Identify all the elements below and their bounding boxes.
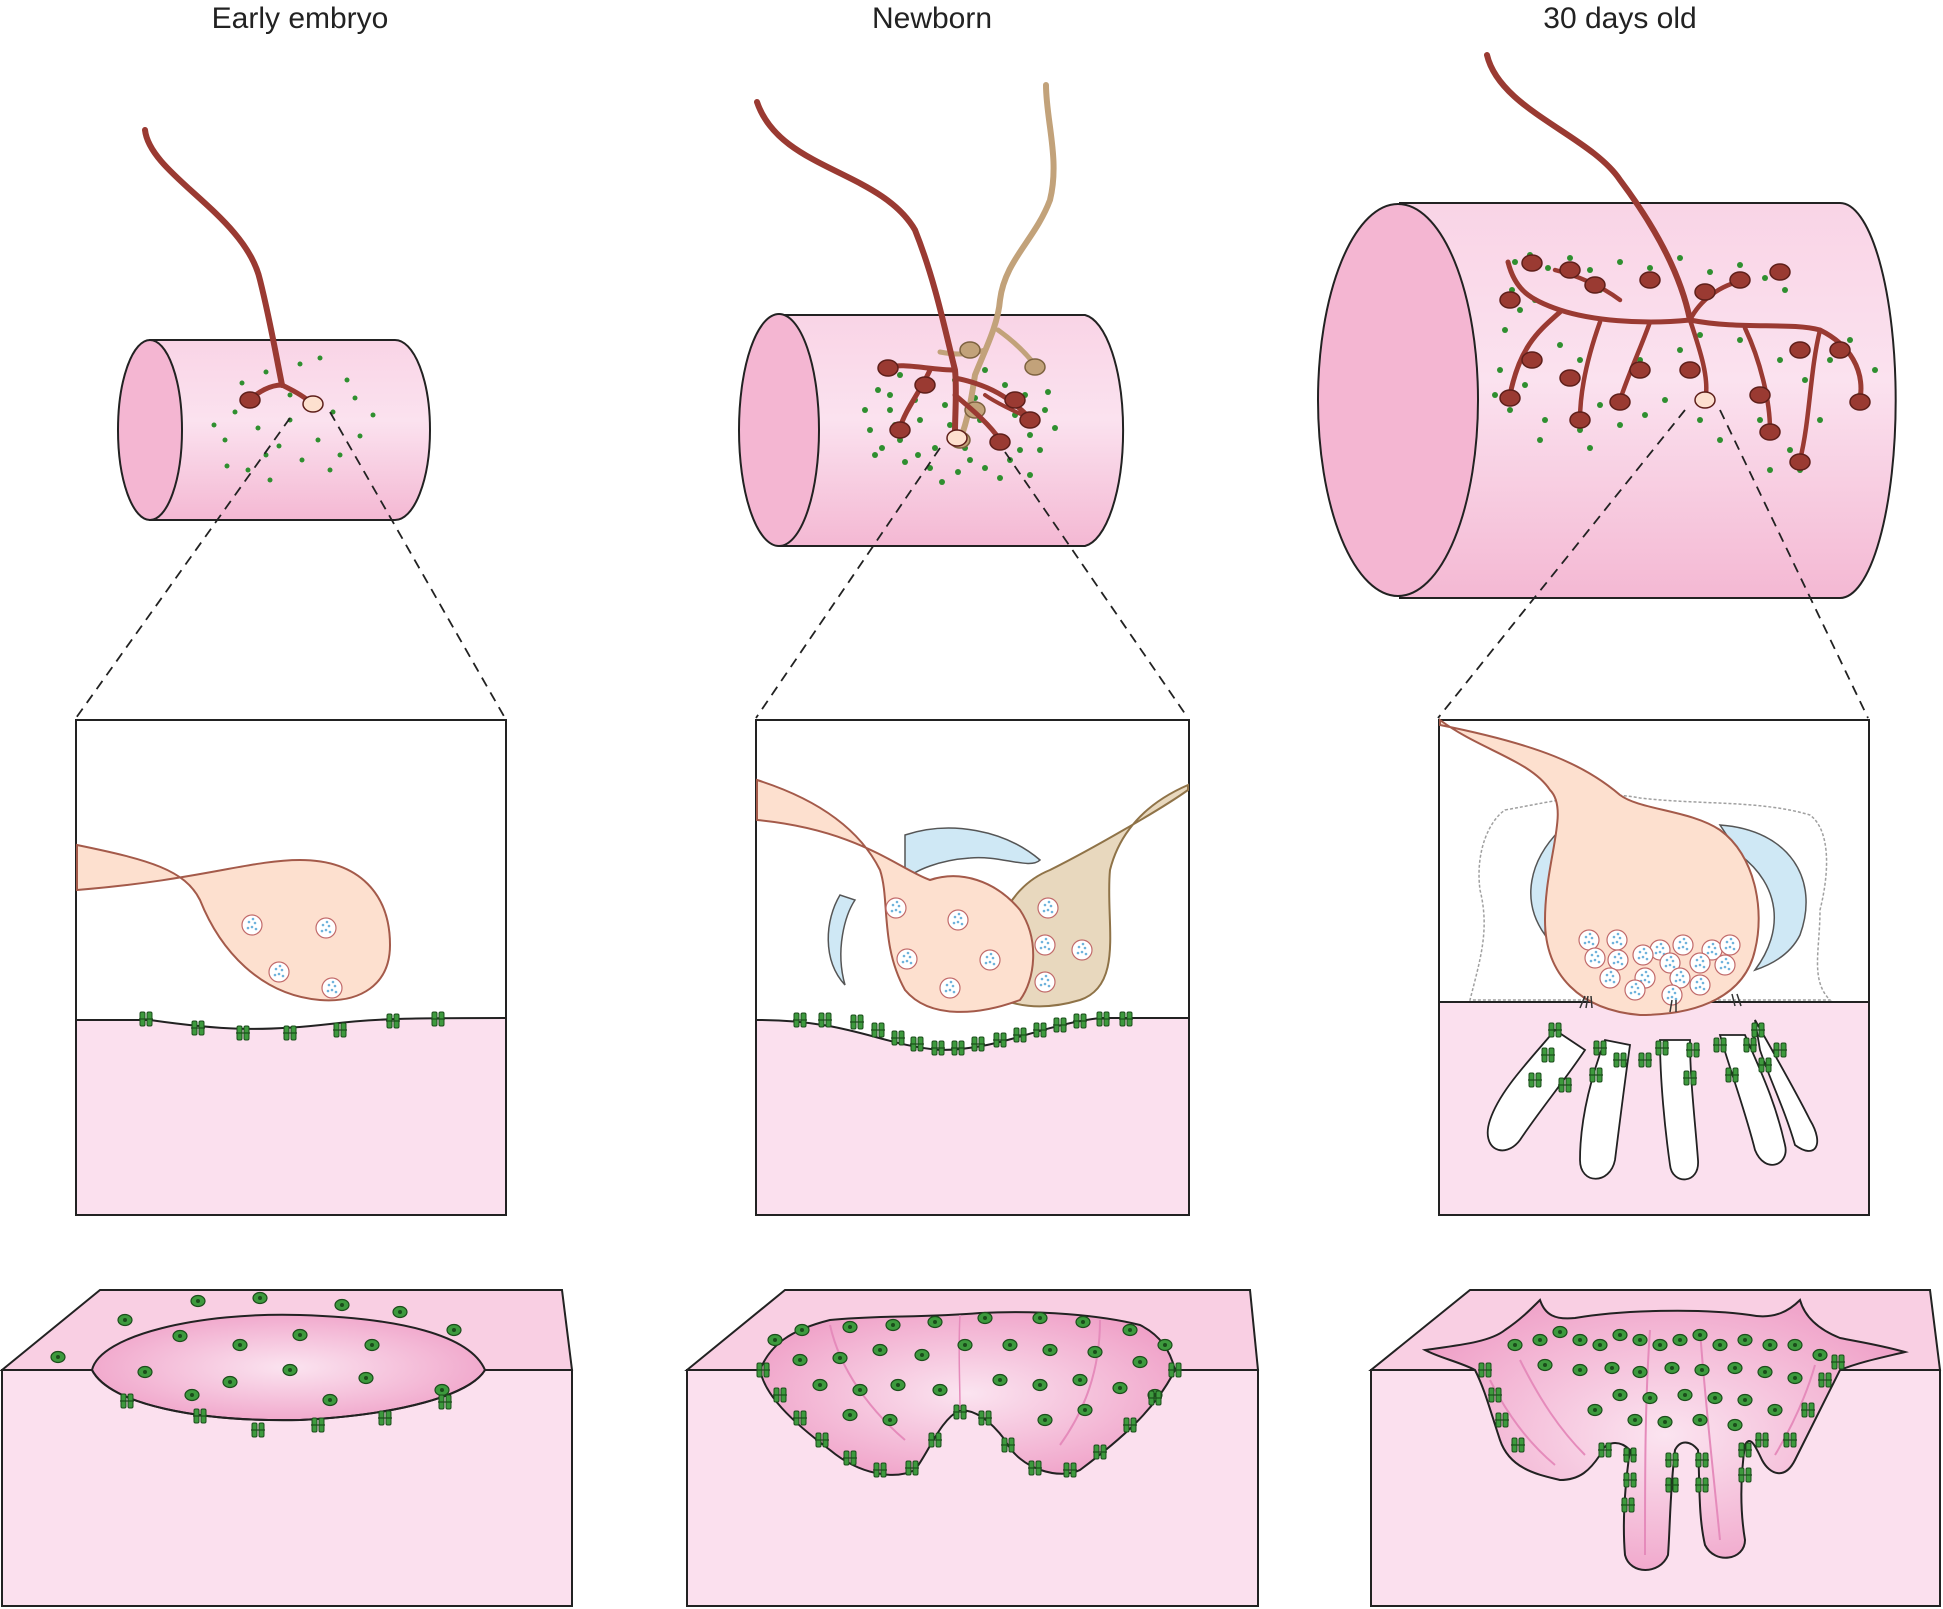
day30-axon bbox=[1484, 52, 1871, 471]
early-embryo-zoom-lines bbox=[75, 411, 506, 719]
early-embryo-axon bbox=[142, 127, 324, 413]
day30-schwann-cell-right bbox=[1718, 824, 1807, 972]
newborn-nerve-terminal bbox=[756, 778, 1035, 1013]
day30-receptor-clusters bbox=[1492, 252, 1878, 473]
stage-label-early-embryo: Early embryo bbox=[211, 2, 389, 35]
early-embryo-muscle-fiber bbox=[117, 339, 431, 521]
early-embryo-synapse-panel bbox=[75, 719, 507, 1216]
day30-muscle-fiber bbox=[1317, 202, 1897, 599]
newborn-axon-main bbox=[754, 99, 1041, 451]
stage-label-30-days-old: 30 days old bbox=[1543, 2, 1697, 35]
newborn-zoom-lines bbox=[755, 447, 1189, 719]
day30-synapse-panel bbox=[1438, 718, 1870, 1216]
day30-active-zones bbox=[1579, 993, 1742, 1013]
newborn-synapse-panel bbox=[755, 719, 1190, 1216]
early-embryo-endplate-block bbox=[0, 1289, 574, 1607]
newborn-schwann-cell bbox=[904, 827, 1042, 882]
newborn-muscle-fiber bbox=[738, 313, 1125, 547]
day30-basal-lamina bbox=[1469, 794, 1832, 1001]
day30-endplate-block bbox=[1368, 1289, 1942, 1607]
stage-label-newborn: Newborn bbox=[871, 2, 993, 35]
newborn-endplate-block bbox=[684, 1289, 1260, 1607]
early-embryo-nerve-terminal bbox=[76, 843, 392, 1002]
day30-zoom-lines bbox=[1437, 409, 1869, 719]
